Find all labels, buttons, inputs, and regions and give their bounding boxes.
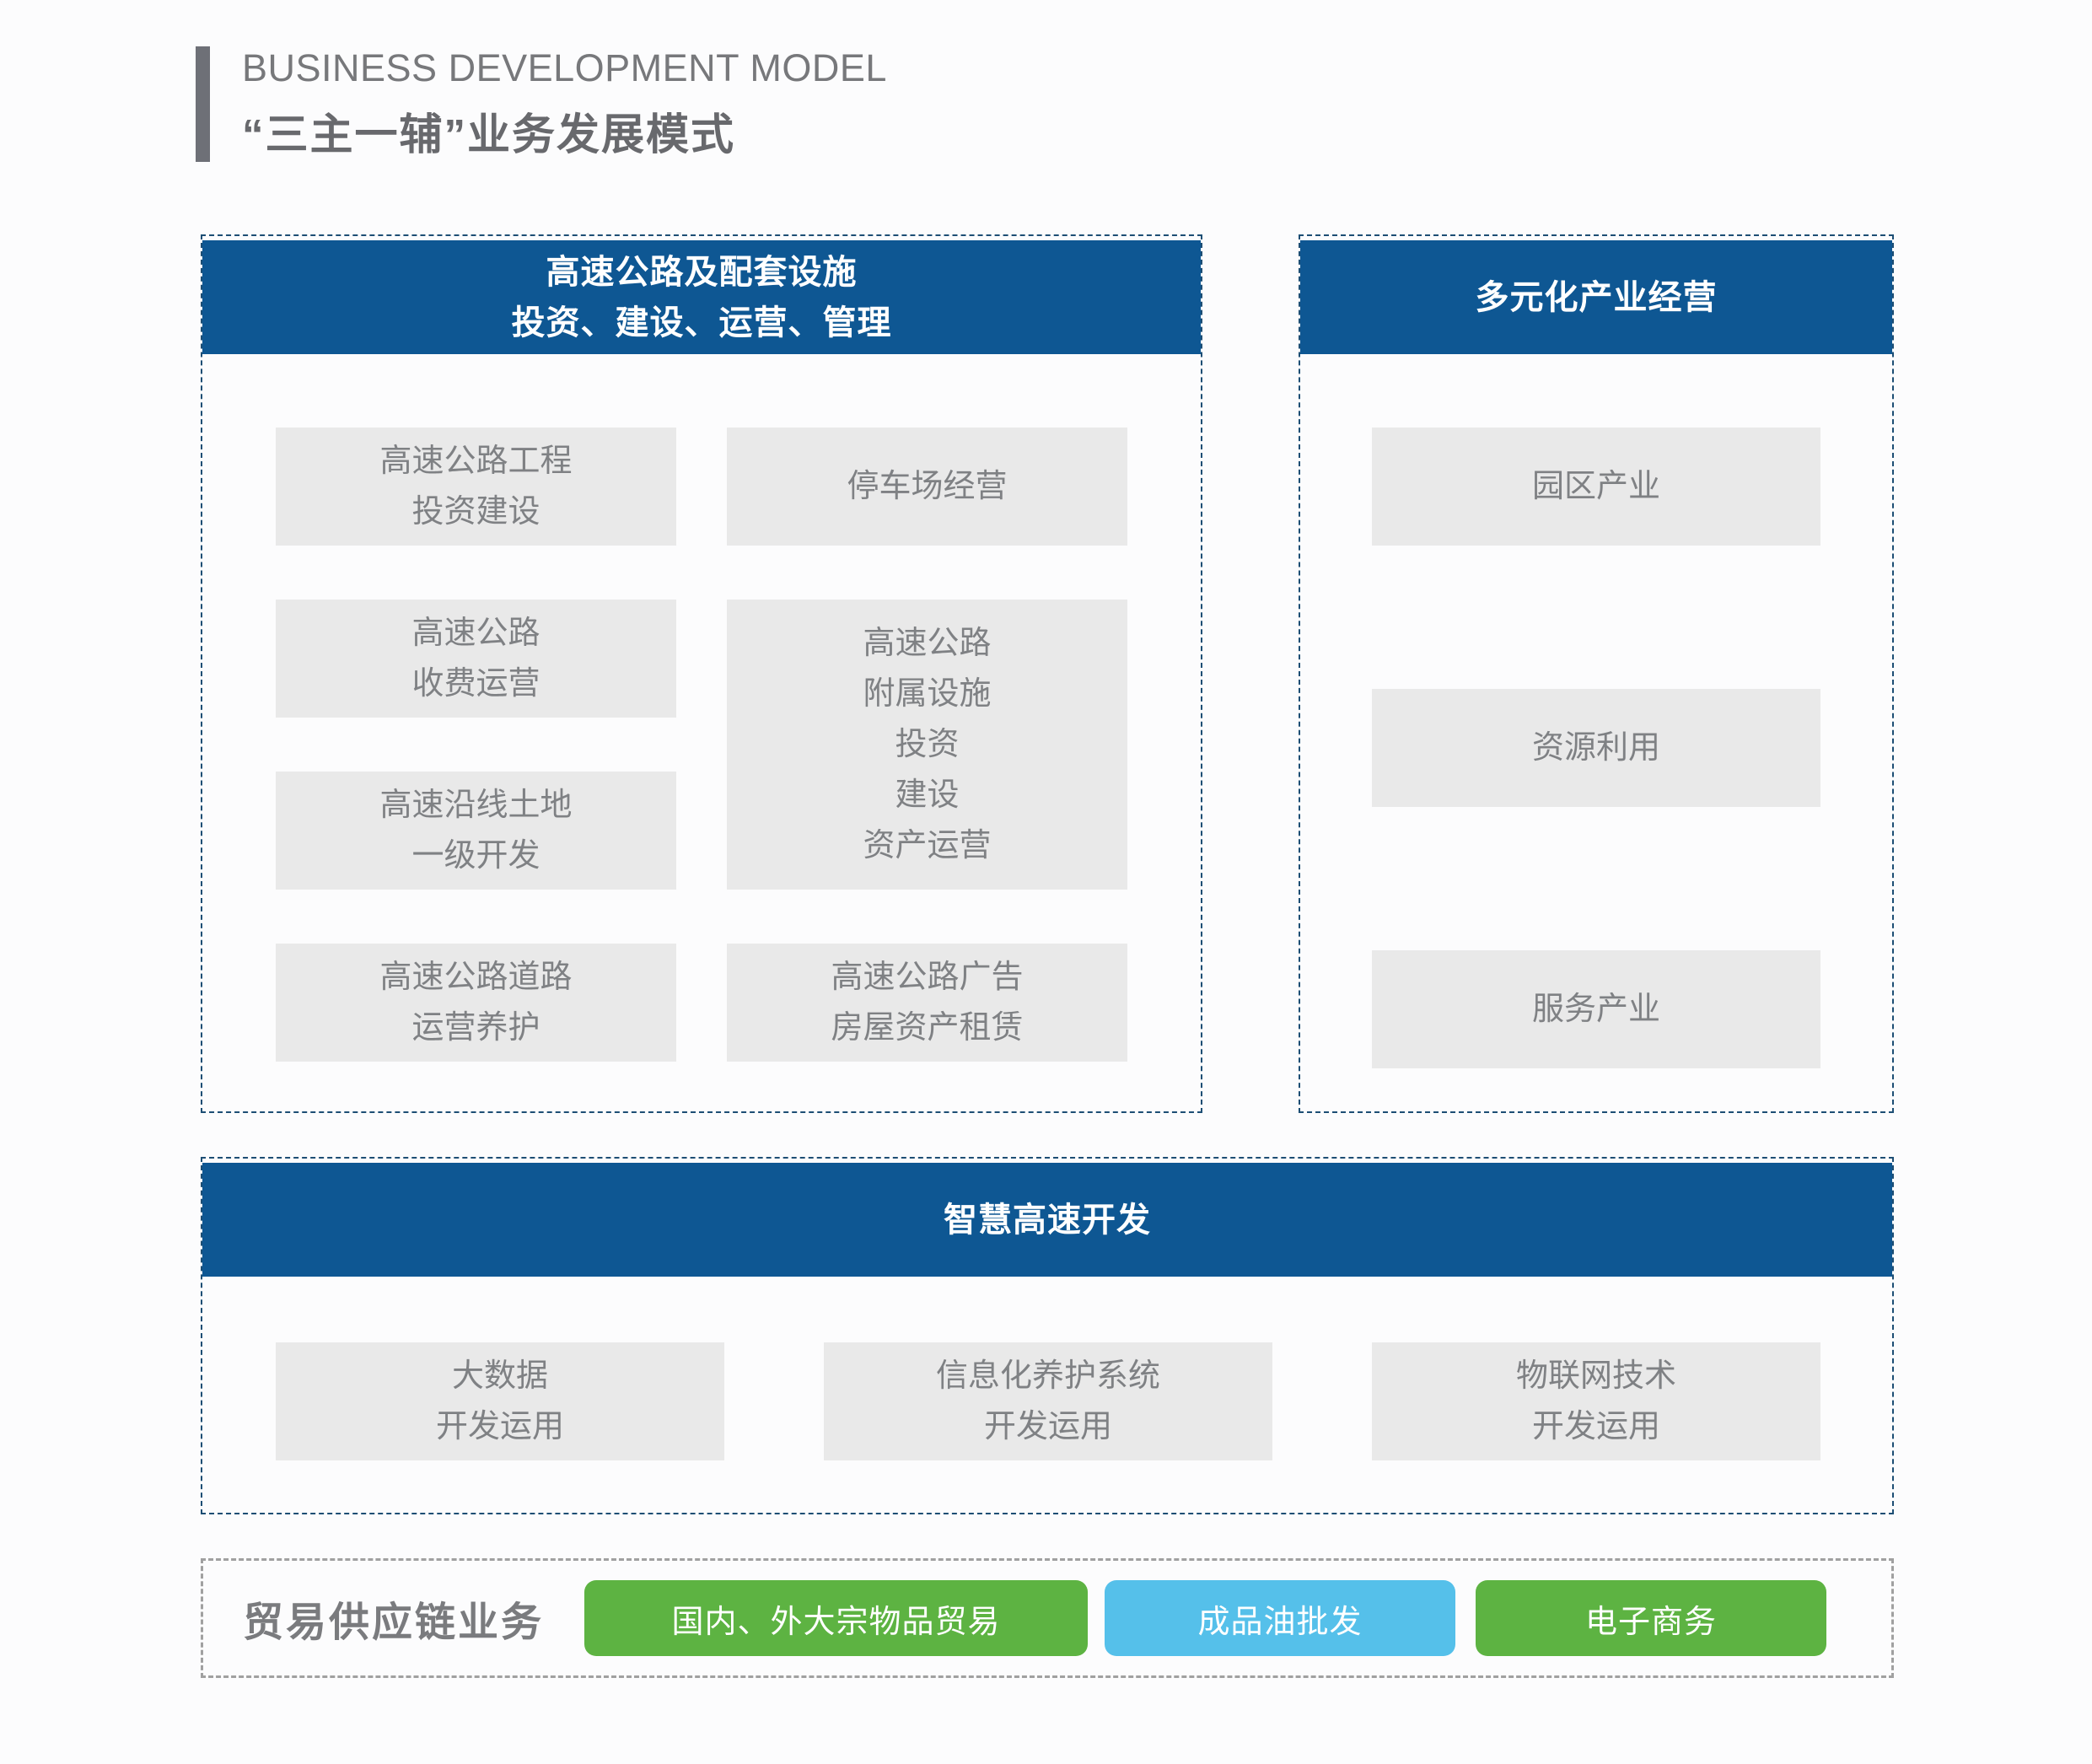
- badge-refined-oil-wholesale: 成品油批发: [1105, 1580, 1456, 1656]
- panel-highway-header: 高速公路及配套设施 投资、建设、运营、管理: [202, 240, 1201, 354]
- item-iot-technology-development: 物联网技术 开发运用: [1372, 1342, 1820, 1460]
- item-park-industry: 园区产业: [1372, 428, 1820, 546]
- item-roadside-land-development: 高速沿线土地 一级开发: [276, 772, 676, 890]
- panel-highway-operations: 高速公路及配套设施 投资、建设、运营、管理 高速公路工程 投资建设 高速公路 收…: [201, 234, 1202, 1113]
- trade-supply-chain-label: 贸易供应链业务: [243, 1600, 545, 1645]
- panel-diversified-body: 园区产业 资源利用 服务产业: [1300, 354, 1892, 1068]
- panel-smart-highway: 智慧高速开发 大数据 开发运用 信息化养护系统 开发运用 物联网技术 开发运用: [201, 1157, 1894, 1514]
- item-informatization-maintenance-system: 信息化养护系统 开发运用: [824, 1342, 1272, 1460]
- panel-diversified-industry: 多元化产业经营 园区产业 资源利用 服务产业: [1299, 234, 1894, 1113]
- item-highway-engineering-investment: 高速公路工程 投资建设: [276, 428, 676, 546]
- item-road-operation-maintenance: 高速公路道路 运营养护: [276, 944, 676, 1062]
- highway-column-right: 停车场经营 高速公路 附属设施 投资 建设 资产运营 高速公路广告 房屋资产租赁: [727, 428, 1127, 1062]
- panel-smart-header: 智慧高速开发: [202, 1163, 1892, 1277]
- panel-trade-supply-chain: 贸易供应链业务 国内、外大宗物品贸易 成品油批发 电子商务: [201, 1558, 1894, 1678]
- panel-diversified-header: 多元化产业经营: [1300, 240, 1892, 354]
- page-title-chinese: “三主一辅”业务发展模式: [242, 110, 736, 159]
- badge-domestic-foreign-commodity-trade: 国内、外大宗物品贸易: [584, 1580, 1089, 1656]
- highway-column-left: 高速公路工程 投资建设 高速公路 收费运营 高速沿线土地 一级开发 高速公路道路…: [276, 428, 676, 1062]
- item-highway-toll-operation: 高速公路 收费运营: [276, 600, 676, 718]
- panel-smart-body: 大数据 开发运用 信息化养护系统 开发运用 物联网技术 开发运用: [202, 1277, 1892, 1460]
- item-service-industry: 服务产业: [1372, 950, 1820, 1068]
- item-advertising-property-leasing: 高速公路广告 房屋资产租赁: [727, 944, 1127, 1062]
- panel-highway-body: 高速公路工程 投资建设 高速公路 收费运营 高速沿线土地 一级开发 高速公路道路…: [202, 354, 1201, 1062]
- item-auxiliary-facilities-asset-operation: 高速公路 附属设施 投资 建设 资产运营: [727, 600, 1127, 890]
- badge-e-commerce: 电子商务: [1476, 1580, 1827, 1656]
- page-title-english: BUSINESS DEVELOPMENT MODEL: [242, 46, 887, 89]
- item-big-data-development: 大数据 开发运用: [276, 1342, 724, 1460]
- item-resource-utilization: 资源利用: [1372, 689, 1820, 807]
- page-title-block: BUSINESS DEVELOPMENT MODEL “三主一辅”业务发展模式: [196, 46, 887, 163]
- item-parking-lot-operation: 停车场经营: [727, 428, 1127, 546]
